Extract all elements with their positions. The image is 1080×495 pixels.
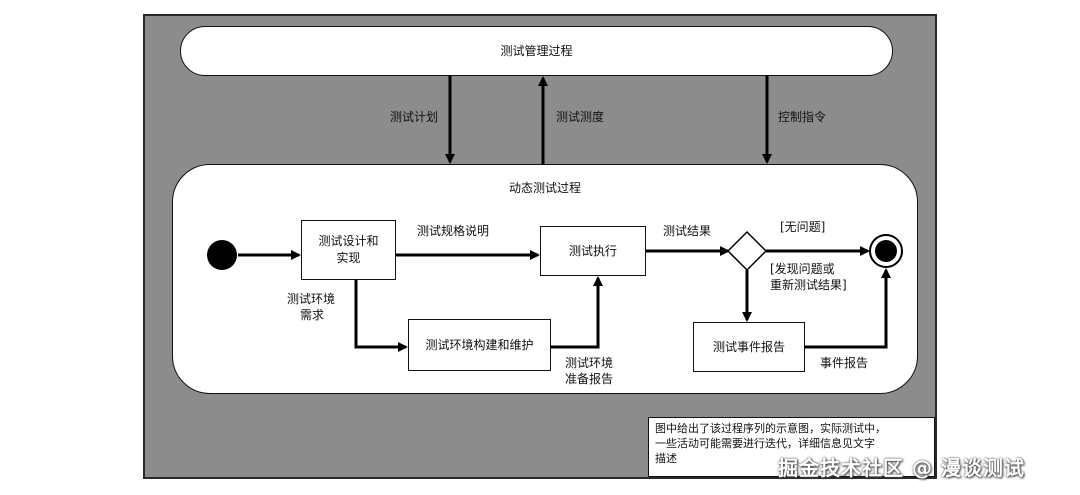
activity-incident-report: 测试事件报告 [693, 322, 805, 372]
activity-test-design: 测试设计和 实现 [301, 220, 396, 280]
management-process-title: 测试管理过程 [500, 44, 573, 58]
label-env-ready-2: 准备报告 [565, 372, 614, 386]
label-spec-description: 测试规格说明 [417, 224, 490, 238]
dynamic-process-title: 动态测试过程 [508, 181, 581, 195]
note-line-2: 一些活动可能需要进行迭代，详细信息见文字 [655, 437, 875, 450]
label-incident-report-flow: 事件报告 [820, 356, 869, 370]
activity-test-design-line1: 测试设计和 [318, 234, 379, 248]
edge-design-envbuild [354, 280, 408, 352]
note-line-1: 图中给出了该过程序列的示意图，实际测试中， [655, 422, 886, 435]
label-env-ready-1: 测试环境 [565, 356, 614, 370]
watermark: 掘金技术社区 @ 漫谈测试 [778, 456, 1025, 480]
edge-envbuild-execution [551, 276, 603, 349]
label-found-problem-2: 重新测试结果] [770, 278, 847, 292]
note-line-3: 描述 [655, 452, 677, 465]
label-control-instruction: 控制指令 [778, 110, 827, 124]
activity-env-build: 测试环境构建和维护 [408, 319, 551, 371]
label-test-result: 测试结果 [663, 224, 712, 238]
activity-test-design-line2: 实现 [336, 251, 361, 265]
label-env-requirement-2: 需求 [300, 308, 325, 322]
end-node-inner [875, 240, 897, 262]
label-test-measure: 测试测度 [556, 110, 605, 124]
label-test-plan: 测试计划 [390, 110, 439, 124]
decision-node [726, 230, 768, 272]
label-found-problem-1: [发现问题或 [770, 262, 835, 276]
edge-incident-end [805, 268, 891, 349]
diagram-note: 图中给出了该过程序列的示意图，实际测试中， 一些活动可能需要进行迭代，详细信息见… [648, 417, 935, 477]
activity-test-execution: 测试执行 [540, 226, 646, 276]
label-env-requirement-1: 测试环境 [287, 292, 336, 306]
start-node [207, 240, 237, 270]
label-no-problem: [无问题] [780, 220, 826, 234]
management-process-container [180, 26, 893, 76]
